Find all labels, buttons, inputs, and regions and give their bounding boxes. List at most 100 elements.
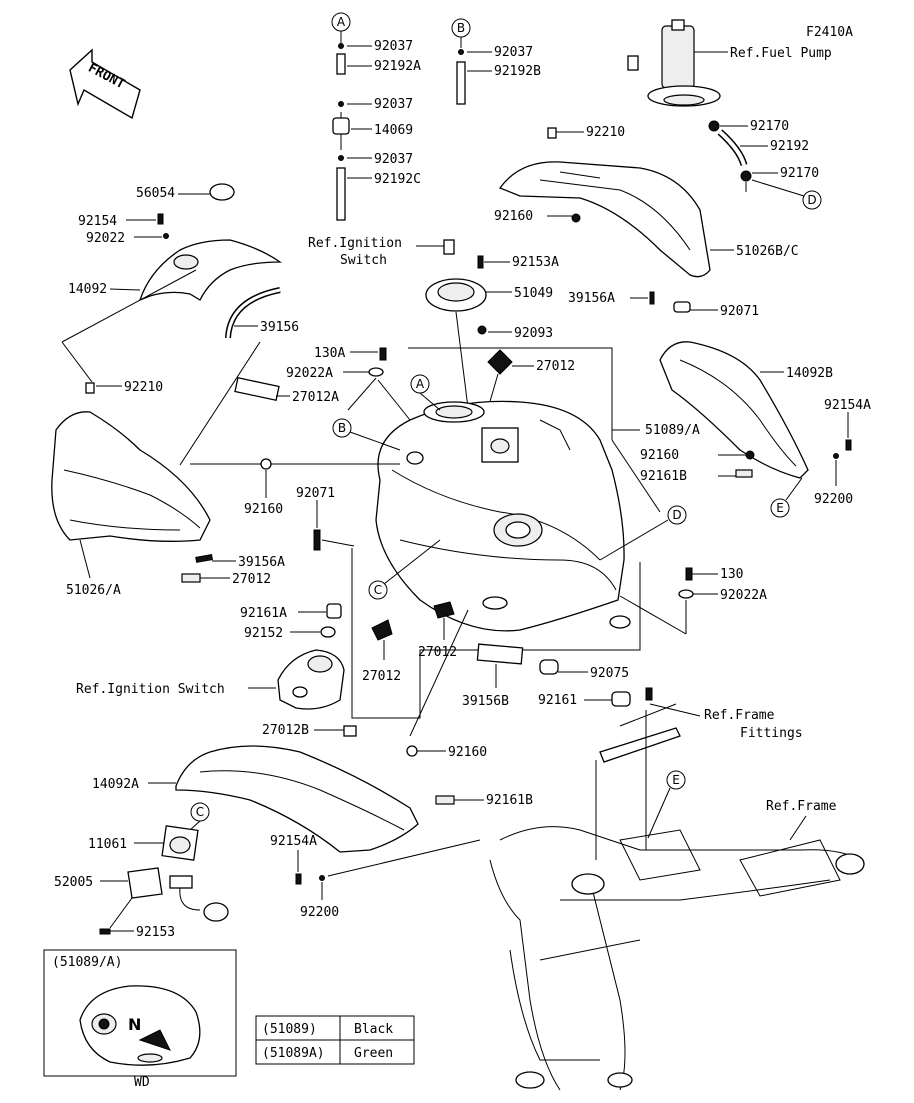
svg-text:E: E	[672, 773, 680, 787]
svg-text:C: C	[196, 805, 204, 819]
ref-frame-fittings: Ref.Frame	[704, 708, 775, 723]
callout-e-frame: E	[666, 770, 686, 790]
label-92022a: 92022A	[720, 588, 767, 603]
label-52005: 52005	[54, 875, 93, 890]
label-27012: 27012	[418, 645, 457, 660]
label-92037: 92037	[374, 97, 413, 112]
frame	[489, 826, 865, 1091]
ref-fuel-pump: Ref.Fuel Pump	[730, 46, 832, 61]
label-92161a: 92161A	[240, 606, 287, 621]
label-92022: 92022	[86, 231, 125, 246]
svg-text:A: A	[416, 377, 425, 391]
label-11061: 11061	[88, 837, 127, 852]
tank-emblem-letter: N	[128, 1015, 141, 1034]
label-130: 130	[720, 567, 743, 582]
label-92200: 92200	[814, 492, 853, 507]
label-92160: 92160	[494, 209, 533, 224]
label-92152: 92152	[244, 626, 283, 641]
label-92160: 92160	[640, 448, 679, 463]
svg-text:C: C	[374, 583, 382, 597]
table-part-cell: (51089)	[262, 1022, 317, 1037]
label-92170: 92170	[750, 119, 789, 134]
label-92154a: 92154A	[270, 834, 317, 849]
callout-e-right: E	[770, 498, 790, 518]
callout-c-sensor: C	[190, 802, 210, 822]
label-92160: 92160	[448, 745, 487, 760]
label-92075: 92075	[590, 666, 629, 681]
label-92093: 92093	[514, 326, 553, 341]
label-51026bc: 51026B/C	[736, 244, 799, 259]
label-39156b: 39156B	[462, 694, 509, 709]
label-51026a: 51026/A	[66, 583, 121, 598]
ref-ignition-switch: Switch	[340, 253, 387, 268]
svg-text:A: A	[337, 15, 346, 29]
label-92192: 92192	[770, 139, 809, 154]
label-92161: 92161	[538, 693, 577, 708]
table-color-cell: Black	[354, 1022, 393, 1037]
callout-d-top: D	[802, 190, 822, 210]
tank-cover-51026bc	[498, 161, 711, 278]
table-color-cell: Green	[354, 1046, 393, 1061]
label-92153a: 92153A	[512, 255, 559, 270]
ref-ignition-switch: Ref.Ignition Switch	[76, 682, 225, 697]
inset-title: (51089/A)	[52, 955, 122, 970]
label-27012a: 27012A	[292, 390, 339, 405]
svg-text:B: B	[338, 421, 346, 435]
svg-text:D: D	[672, 508, 681, 522]
fuel-pump	[627, 19, 721, 107]
label-14092a: 14092A	[92, 777, 139, 792]
label-92071: 92071	[296, 486, 335, 501]
figure-code: F2410A	[806, 25, 853, 40]
label-14092: 14092	[68, 282, 107, 297]
label-51049: 51049	[514, 286, 553, 301]
label-92154a: 92154A	[824, 398, 871, 413]
label-27012b: 27012B	[262, 723, 309, 738]
label-92160: 92160	[244, 502, 283, 517]
label-92153: 92153	[136, 925, 175, 940]
fuel-tank-51089a	[375, 400, 631, 632]
callout-b-top: B	[451, 18, 471, 105]
label-92154: 92154	[78, 214, 117, 229]
label-92192b: 92192B	[494, 64, 541, 79]
label-92200: 92200	[300, 905, 339, 920]
callout-b-tank: B	[332, 418, 352, 438]
svg-text:E: E	[776, 501, 784, 515]
label-92170: 92170	[780, 166, 819, 181]
callout-d-tank: D	[667, 505, 687, 525]
label-27012: 27012	[536, 359, 575, 374]
label-92037: 92037	[374, 152, 413, 167]
table-part-cell: (51089A)	[262, 1046, 325, 1061]
inset-caption: WD	[134, 1075, 150, 1090]
ref-frame-fittings: Fittings	[740, 726, 803, 741]
top-cover-14092	[138, 239, 283, 302]
label-92037: 92037	[494, 45, 533, 60]
label-92210: 92210	[586, 125, 625, 140]
label-14092b: 14092B	[786, 366, 833, 381]
label-27012: 27012	[232, 572, 271, 587]
svg-text:D: D	[807, 193, 816, 207]
label-92161b: 92161B	[486, 793, 533, 808]
tank-cover-51026a	[51, 411, 211, 542]
label-27012: 27012	[362, 669, 401, 684]
label-51089a: 51089/A	[645, 423, 700, 438]
label-92037: 92037	[374, 39, 413, 54]
svg-text:B: B	[457, 21, 465, 35]
callout-c-tank: C	[368, 580, 388, 600]
label-92192c: 92192C	[374, 172, 421, 187]
inset-tank-view: N	[43, 949, 237, 1077]
callout-a-top: A	[331, 12, 351, 221]
side-cover-14092b	[659, 341, 809, 479]
side-cover-14092a	[175, 745, 419, 853]
label-92210: 92210	[124, 380, 163, 395]
ref-ignition-switch: Ref.Ignition	[308, 236, 402, 251]
label-39156: 39156	[260, 320, 299, 335]
label-130a: 130A	[314, 346, 345, 361]
label-14069: 14069	[374, 123, 413, 138]
label-92161b: 92161B	[640, 469, 687, 484]
label-92192a: 92192A	[374, 59, 421, 74]
fuel-level-sensor	[127, 867, 229, 922]
callout-a-tank: A	[410, 374, 430, 394]
label-39156a: 39156A	[568, 291, 615, 306]
